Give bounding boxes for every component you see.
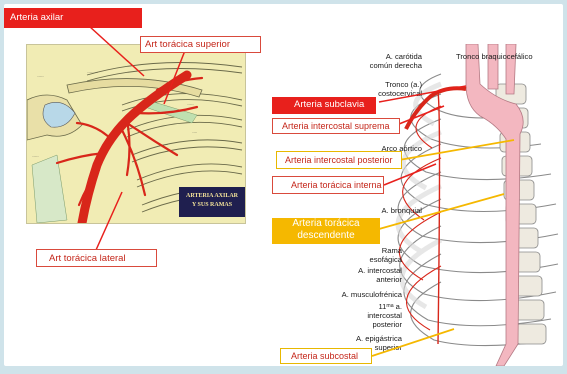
eleventh-line-2: intercostal: [367, 311, 402, 320]
costocervical-line-1: Tronco (a.): [385, 80, 422, 89]
axillary-artery-illustration: ........ ............ ........ ...... ..…: [26, 44, 246, 224]
caption-line-2: Y SUS RAMAS: [191, 202, 233, 208]
internal-thoracic-callout: Arteria torácica interna: [272, 176, 384, 194]
costocervical-label: Tronco (a.) costocervical: [332, 80, 422, 98]
descending-line-2: descendente: [297, 230, 355, 241]
svg-text:........: ........: [37, 74, 44, 78]
epigastric-line-1: A. epigástrica: [355, 334, 402, 343]
bronchial-label: A. bronquial: [381, 206, 422, 215]
esophageal-line-1: Rama: [381, 246, 402, 255]
svg-text:........: ........: [32, 154, 39, 158]
illustration-caption: ARTERIA AXILAR Y SUS RAMAS: [179, 187, 245, 217]
esophageal-branch-label: Rama esofágica: [312, 246, 402, 264]
descending-thoracic-callout: Arteria torácica descendente: [272, 218, 380, 244]
carotid-label: A. carótida común derecha: [332, 52, 422, 70]
anterior-intercostal-line-1: A. intercostal: [358, 266, 402, 275]
musculophrenic-label: A. musculofrénica: [341, 290, 402, 299]
lateral-thoracic-label: Art torácica lateral: [36, 249, 157, 267]
anterior-intercostal-line-2: anterior: [376, 275, 402, 284]
svg-text:.......: .......: [162, 142, 168, 146]
axillary-artery-title: Arteria axilar: [4, 8, 142, 28]
carotid-line-1: A. carótida: [385, 52, 422, 61]
svg-text:............: ............: [87, 70, 98, 74]
caption-line-1: ARTERIA AXILAR: [186, 193, 238, 199]
svg-text:........: ........: [187, 102, 194, 106]
thoracic-arteries-illustration: A. carótida común derecha Tronco braquio…: [266, 44, 563, 366]
eleventh-intercostal-label: 11ᵐᵃ a. intercostal posterior: [312, 302, 402, 329]
posterior-intercostal-callout: Arteria intercostal posterior: [276, 151, 402, 169]
eleventh-line-3: posterior: [372, 320, 402, 329]
anterior-intercostal-label: A. intercostal anterior: [312, 266, 402, 284]
superior-thoracic-label: Art torácica superior: [140, 36, 261, 53]
esophageal-line-2: esofágica: [369, 255, 402, 264]
descending-line-1: Arteria torácica: [292, 218, 360, 229]
eleventh-line-1: 11ᵐᵃ a.: [378, 302, 402, 311]
svg-text:......: ......: [192, 130, 197, 134]
subclavian-callout: Arteria subclavia: [272, 97, 376, 114]
slide: ........ ............ ........ ...... ..…: [4, 4, 563, 366]
carotid-line-2: común derecha: [369, 61, 422, 70]
brachiocephalic-trunk-label: Tronco braquiocefálico: [456, 52, 533, 61]
supreme-intercostal-callout: Arteria intercostal suprema: [272, 118, 400, 134]
subcostal-callout: Arteria subcostal: [280, 348, 372, 364]
